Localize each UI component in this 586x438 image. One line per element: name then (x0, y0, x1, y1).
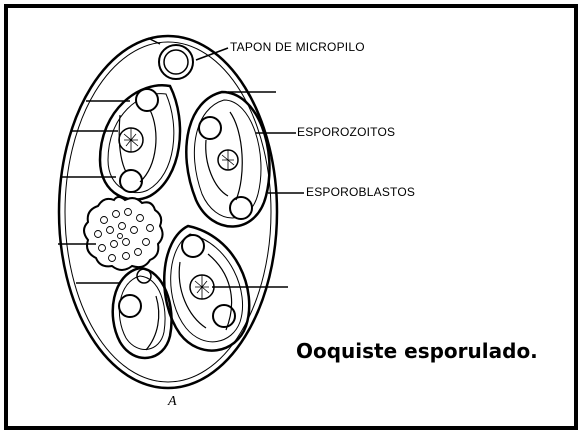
label-sporoblasts: ESPOROBLASTOS (306, 185, 415, 199)
leader-lines-right (196, 48, 304, 287)
figure-caption: Ooquiste esporulado. (296, 339, 538, 363)
sporocyst-lower-right (164, 226, 249, 351)
label-sporozoites: ESPOROZOITOS (297, 125, 395, 139)
label-micropyle-plug: TAPON DE MICROPILO (230, 40, 365, 54)
sporocyst-lower-left (113, 268, 172, 358)
figure-letter: A (168, 394, 177, 410)
residual-body (84, 197, 163, 270)
sporocyst-upper-left (100, 85, 180, 199)
